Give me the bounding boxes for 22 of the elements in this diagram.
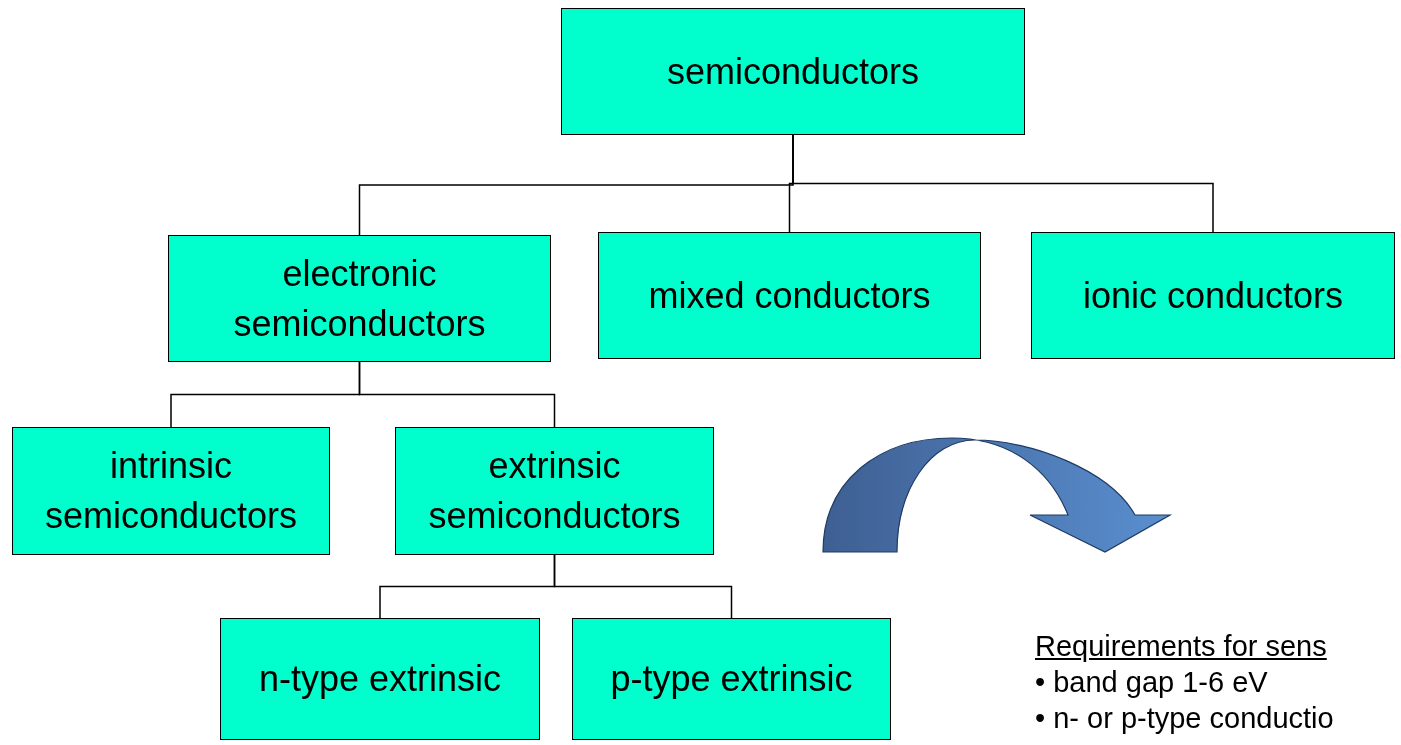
category-box bbox=[12, 427, 330, 555]
category-box bbox=[572, 618, 891, 740]
category-box bbox=[598, 232, 981, 359]
box-label: extrinsic semiconductors bbox=[427, 444, 682, 538]
box-label: n-type extrinsic bbox=[257, 657, 503, 701]
box-label: semiconductors bbox=[665, 49, 921, 94]
box-label: intrinsic semiconductors bbox=[43, 444, 299, 538]
box-label: electronic semiconductors bbox=[232, 251, 487, 346]
box-label: p-type extrinsic bbox=[609, 657, 854, 701]
connector-line bbox=[792, 134, 1214, 233]
box-label: mixed conductors bbox=[647, 273, 932, 318]
list-item: • band gap 1-6 eV bbox=[1035, 665, 1269, 700]
category-box bbox=[561, 8, 1025, 135]
category-box bbox=[168, 235, 551, 362]
list-item: • n- or p-type conductio bbox=[1035, 701, 1334, 736]
connector-line bbox=[553, 554, 733, 619]
category-box bbox=[1031, 232, 1395, 359]
box-label: ionic conductors bbox=[1081, 273, 1345, 318]
category-box bbox=[220, 618, 540, 740]
connector-line bbox=[358, 361, 556, 428]
list-heading: Requirements for sens bbox=[1035, 629, 1328, 664]
category-box bbox=[395, 427, 714, 555]
